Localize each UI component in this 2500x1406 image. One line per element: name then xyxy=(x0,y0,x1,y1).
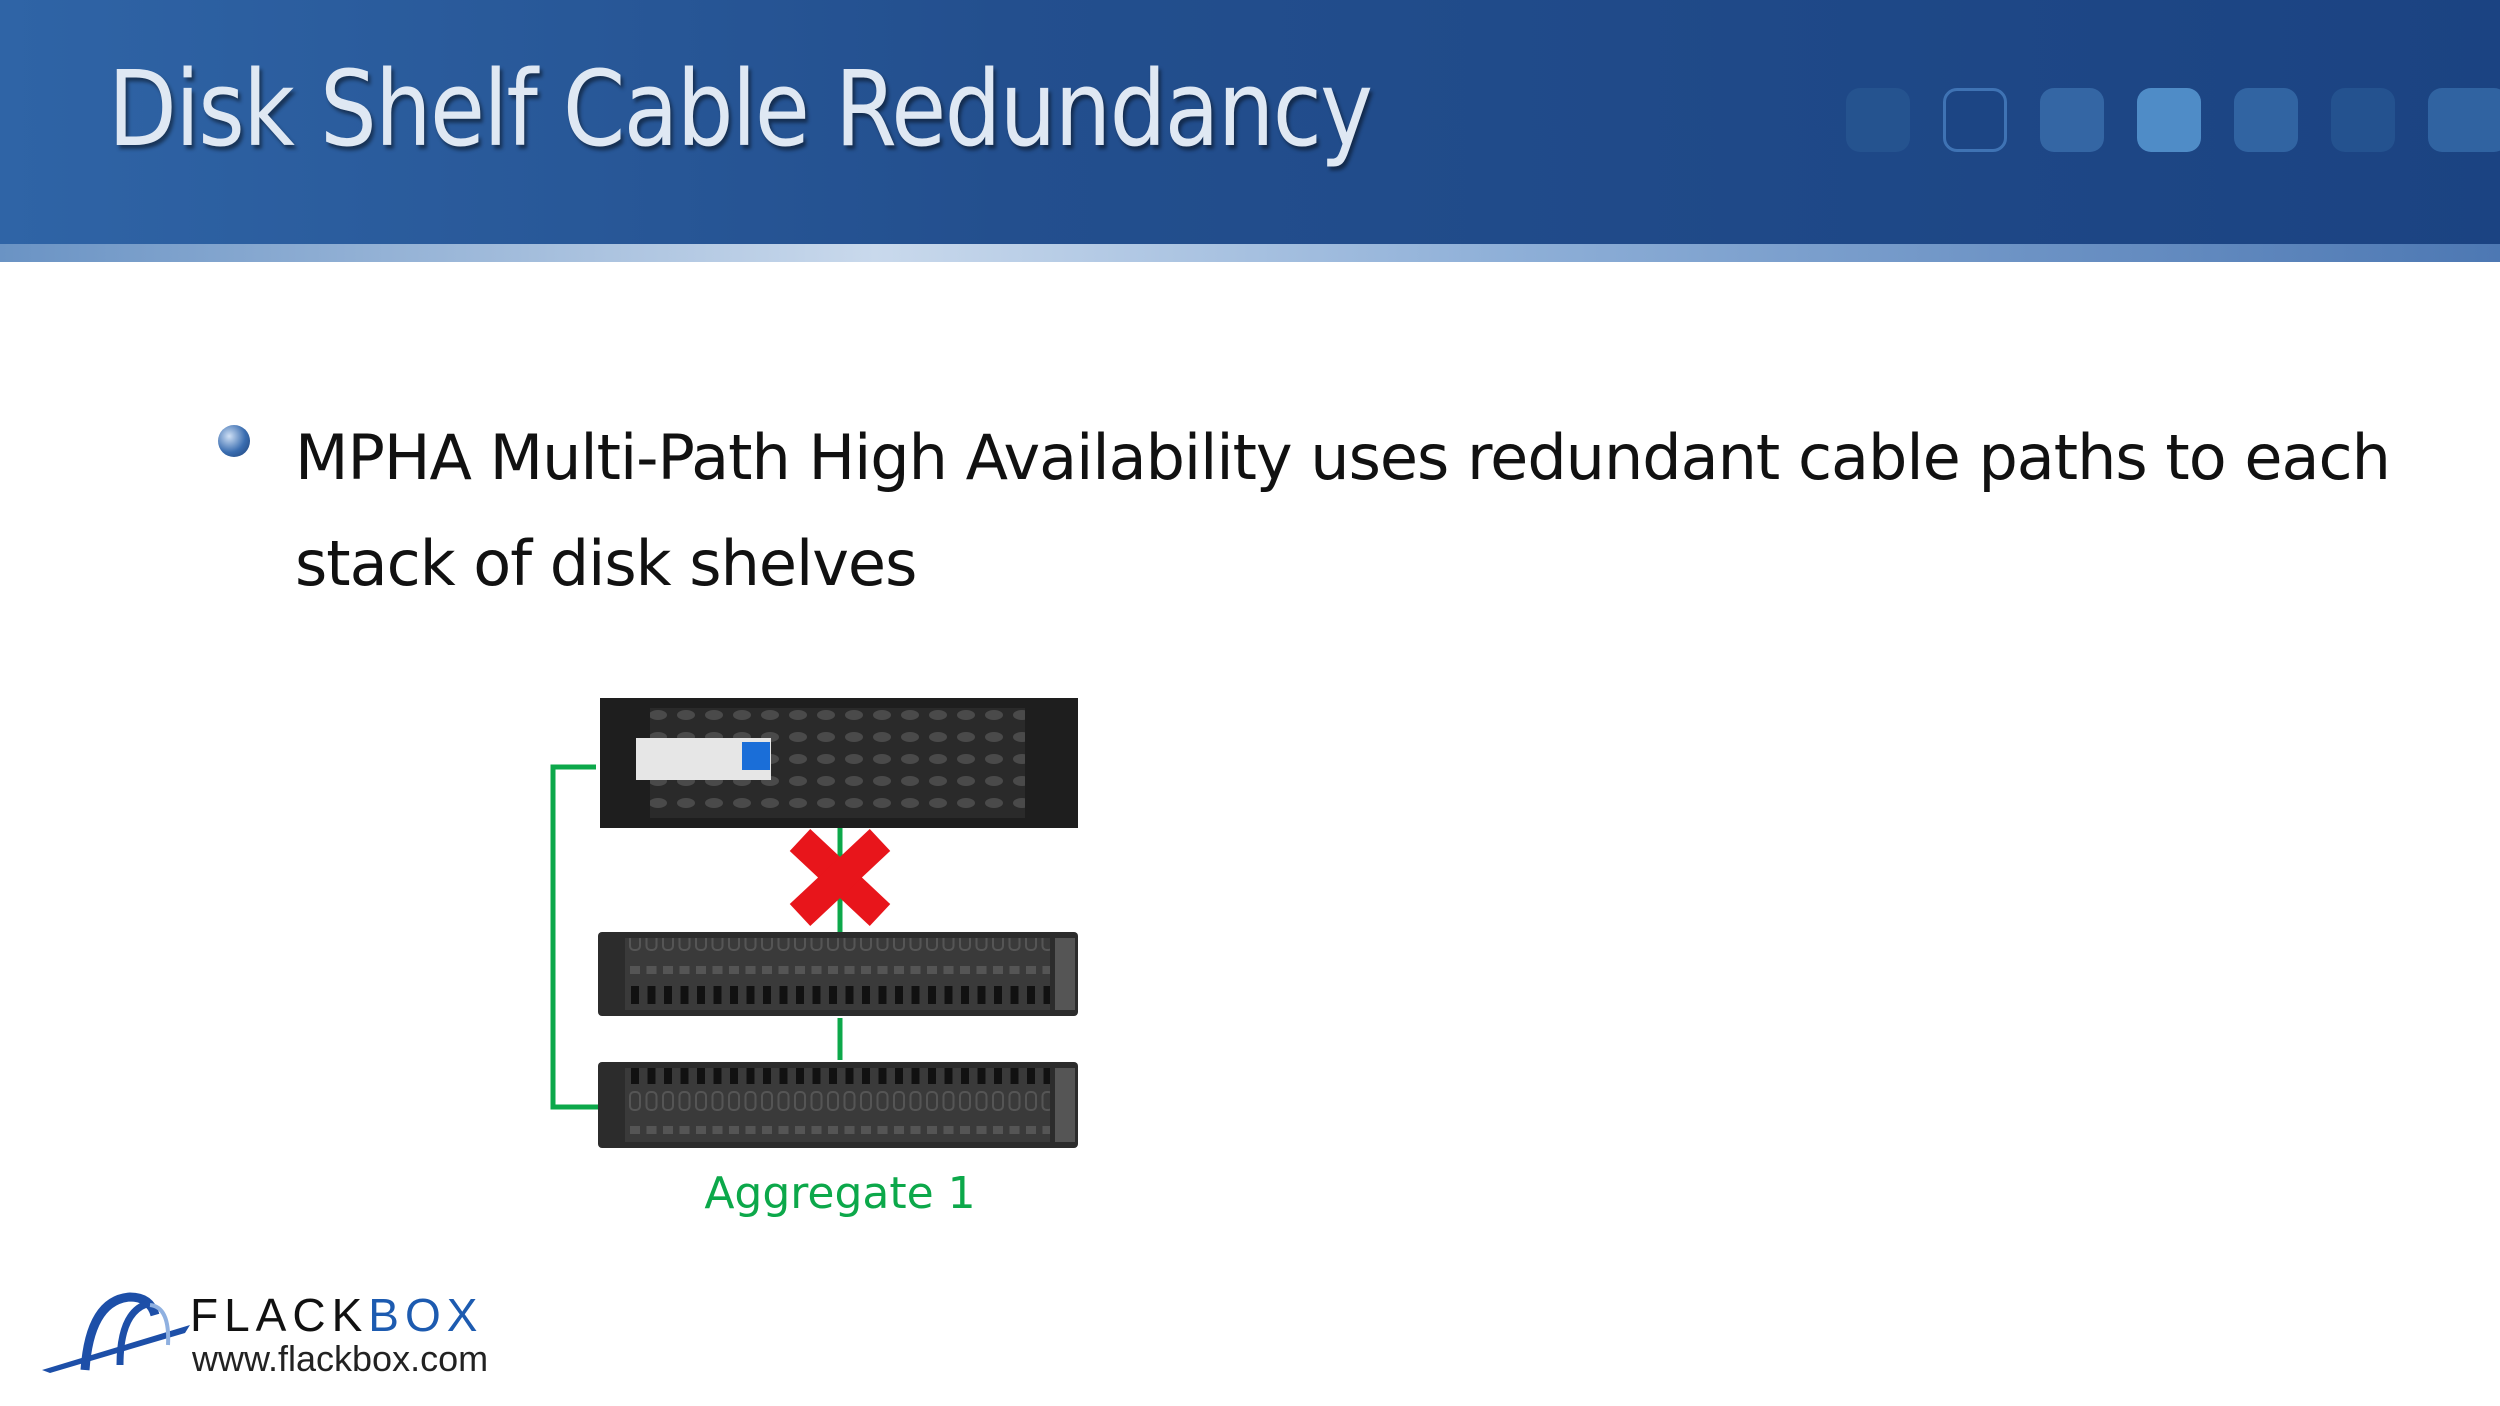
nav-square xyxy=(1943,88,2007,152)
nav-square xyxy=(2040,88,2104,152)
header-stripe xyxy=(0,244,2500,262)
netapp-logo-icon xyxy=(742,742,770,770)
disk-shelf-2 xyxy=(598,1062,1078,1148)
failure-x-icon xyxy=(789,829,891,926)
bullet-icon xyxy=(218,425,250,457)
nav-square xyxy=(2331,88,2395,152)
disk-shelf-1 xyxy=(598,932,1078,1016)
bullet-text: MPHA Multi-Path High Availability uses r… xyxy=(295,421,2391,600)
nav-square xyxy=(1846,88,1910,152)
nav-square xyxy=(2428,88,2500,152)
aggregate-label: Aggregate 1 xyxy=(704,1168,976,1219)
slide-header: Disk Shelf Cable Redundancy xyxy=(0,0,2500,262)
slide-title: Disk Shelf Cable Redundancy xyxy=(108,48,1373,170)
flackbox-bridge-logo-icon xyxy=(42,1292,190,1373)
controller xyxy=(600,698,1078,828)
nav-square xyxy=(2234,88,2298,152)
brand-url: www.flackbox.com xyxy=(192,1338,489,1379)
brand-part1: Flack xyxy=(190,1289,369,1341)
redundant-cable-path xyxy=(550,764,598,1110)
brand-part2: box xyxy=(368,1289,484,1341)
brand-name: Flackbox xyxy=(190,1288,483,1342)
nav-square-active xyxy=(2137,88,2201,152)
